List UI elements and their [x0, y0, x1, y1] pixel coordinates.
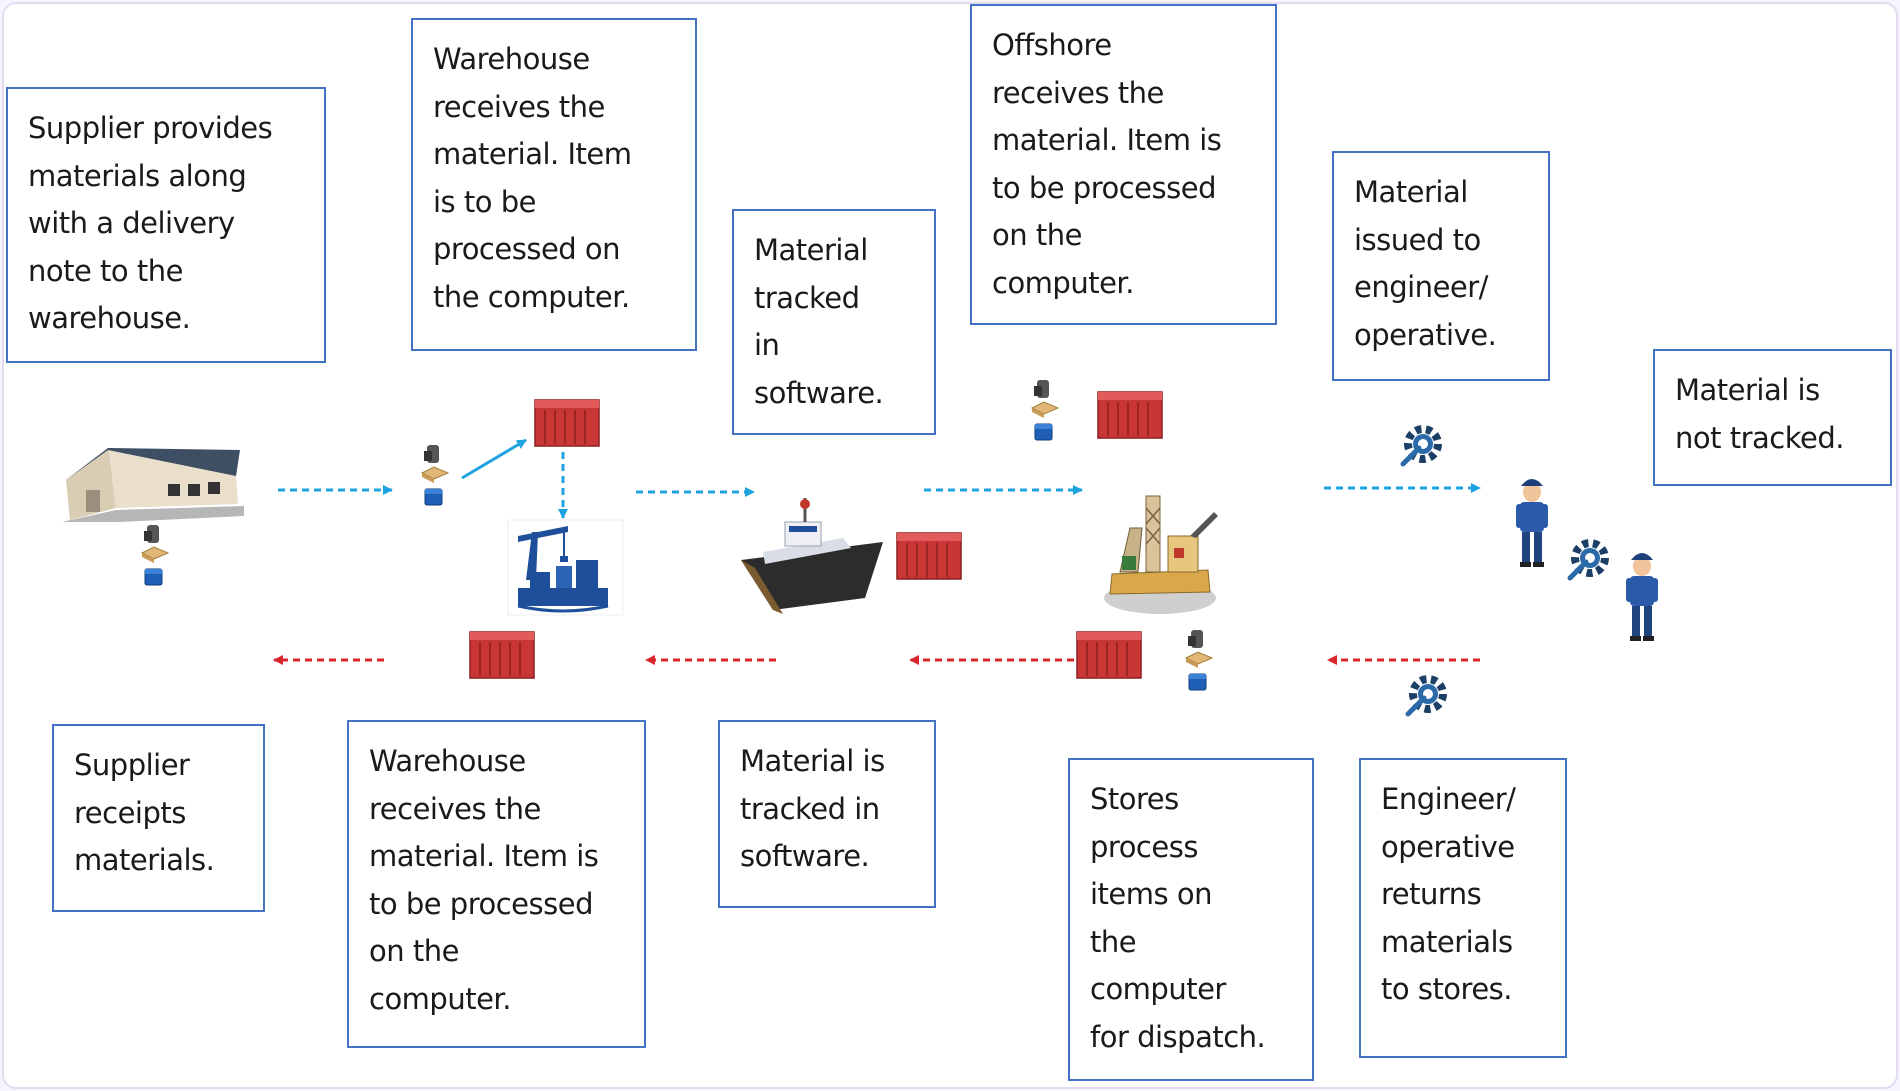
- scan-package-icon: [1031, 379, 1059, 441]
- container-icon: [1076, 631, 1142, 679]
- scan-package-icon: [1185, 629, 1213, 691]
- gear-icon: [1570, 543, 1605, 578]
- offshore-rig-icon: [1090, 488, 1230, 623]
- warehouse-receives-bottom-box: Warehouse receives the material. Item is…: [347, 720, 646, 1048]
- scan-package-icon: [141, 524, 169, 586]
- stores-process-box: Stores process items on the computer for…: [1068, 758, 1314, 1081]
- material-not-tracked-box: Material is not tracked.: [1653, 349, 1892, 486]
- supply-ship-icon: [733, 488, 893, 623]
- port-crane-icon: [507, 519, 624, 616]
- warehouse-receives-top-box: Warehouse receives the material. Item is…: [411, 18, 697, 351]
- engineer-returns-box: Engineer/ operative returns materials to…: [1359, 758, 1567, 1058]
- container-icon: [469, 631, 535, 679]
- engineer-icon: [1516, 479, 1548, 567]
- offshore-receives-box: Offshore receives the material. Item is …: [970, 4, 1277, 325]
- gear-icon: [1408, 679, 1443, 714]
- gear-icon: [1403, 429, 1438, 464]
- supplier-receipts-box: Supplier receipts materials.: [52, 724, 265, 912]
- warehouse-icon: [58, 438, 248, 530]
- container-icon: [534, 399, 600, 447]
- supplier-provides-box: Supplier provides materials along with a…: [6, 87, 326, 363]
- container-icon: [1097, 391, 1163, 439]
- scan-package-icon: [421, 444, 449, 506]
- container-icon: [896, 532, 962, 580]
- forward-arrow: [461, 438, 527, 480]
- material-tracked-top-box: Material tracked in software.: [732, 209, 936, 435]
- material-tracked-bottom-box: Material is tracked in software.: [718, 720, 936, 908]
- engineer-icon: [1626, 553, 1658, 641]
- material-issued-box: Material issued to engineer/ operative.: [1332, 151, 1550, 381]
